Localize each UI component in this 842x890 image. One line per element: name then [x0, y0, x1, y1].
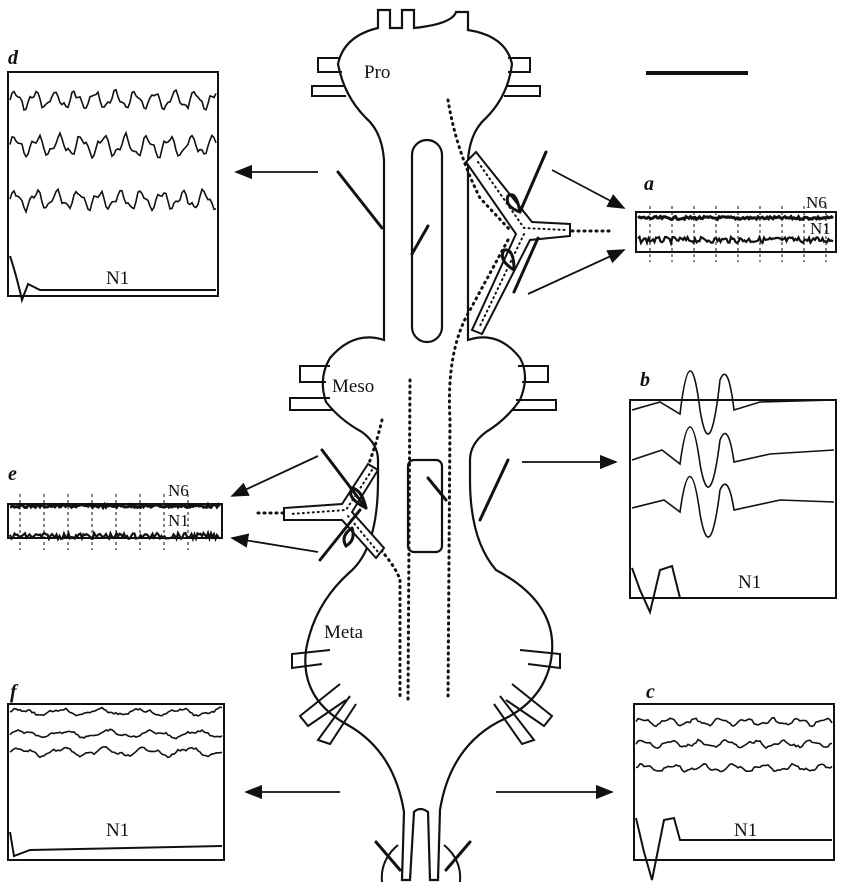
trace-line [10, 90, 216, 110]
trace-line [10, 133, 216, 158]
label-meso: Meso [332, 376, 374, 397]
panel-d [8, 72, 218, 300]
trace-line [10, 747, 222, 758]
trace-line [636, 740, 832, 749]
trace-line [632, 566, 834, 612]
trace-line [10, 729, 222, 738]
panel-a [636, 206, 836, 262]
arrow-to-a-bottom [528, 250, 624, 294]
trace-line [632, 371, 834, 434]
panel-e-bottom-trace: N1 [168, 511, 189, 530]
pro-nerve-branch [466, 152, 570, 334]
panel-f-trace-label: N1 [106, 820, 129, 841]
panel-e-letter: e [8, 463, 17, 485]
panel-b-trace-label: N1 [738, 572, 761, 593]
panel-c-traces [636, 718, 832, 880]
panel-a-letter: a [644, 173, 654, 195]
trace-line [636, 718, 832, 727]
trace-line [10, 707, 222, 716]
panel-e-top-trace: N6 [168, 481, 189, 500]
panel-b-letter: b [640, 369, 650, 391]
panel-d-letter: d [8, 47, 19, 69]
panel-c-trace-label: N1 [734, 820, 757, 841]
panel-c [634, 704, 834, 880]
arrow-to-e-bottom [232, 538, 318, 552]
panel-d-trace-label: N1 [106, 268, 129, 289]
panel-f-letter: f [10, 681, 19, 703]
arrow-to-a-top [552, 170, 624, 208]
panel-b [630, 371, 836, 612]
trace-line [10, 189, 216, 212]
trace-line [636, 764, 832, 772]
label-meta: Meta [324, 622, 364, 643]
arrow-to-e-top [232, 456, 318, 496]
panel-a-traces [638, 206, 833, 262]
panel-c-letter: c [646, 681, 655, 703]
ganglion-outline [290, 10, 560, 882]
trace-line [632, 427, 834, 487]
trace-line [632, 476, 834, 537]
panel-e [8, 494, 222, 550]
label-pro: Pro [364, 62, 390, 83]
panel-b-traces [632, 371, 834, 612]
panel-a-bottom-trace: N1 [810, 219, 831, 238]
panel-a-top-trace: N6 [806, 193, 827, 212]
